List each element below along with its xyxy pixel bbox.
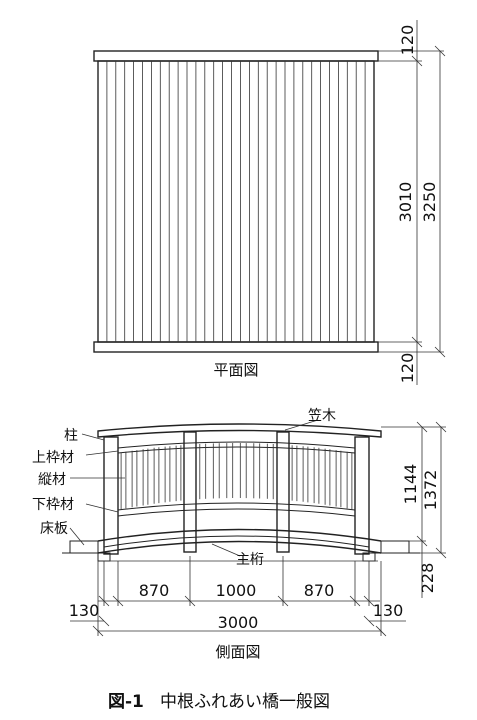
side-label-cap-rail: 笠木 (308, 408, 336, 424)
side-post-left (103, 436, 119, 555)
plan-deck-outline (97, 60, 375, 343)
plan-bottom-rail (93, 341, 379, 353)
side-dim-span-left: 870 (139, 581, 170, 600)
side-view-title: 側面図 (215, 643, 260, 661)
side-label-girder: 主桁 (236, 552, 264, 568)
plan-top-rail (93, 50, 379, 62)
side-upper-rail (117, 441, 356, 454)
side-dim-overhang-right: 130 (373, 601, 404, 620)
side-dim-overhang-left: 130 (69, 601, 100, 620)
side-post-right (354, 436, 370, 555)
plan-dim-total: 3250 (420, 182, 439, 223)
plan-view: 120 3010 3250 120 平面図 (93, 20, 446, 385)
side-label-post: 柱 (64, 428, 78, 444)
side-dim-total-length: 3000 (218, 613, 259, 632)
side-post-mid-right (276, 431, 290, 553)
side-label-baluster: 縦材 (38, 472, 66, 488)
side-balusters (120, 443, 353, 510)
side-dim-base-height: 228 (418, 563, 437, 594)
side-abutment-left (62, 540, 111, 562)
side-lower-rail (117, 502, 356, 517)
side-dim-span-mid: 1000 (216, 581, 257, 600)
side-post-mid-left (183, 431, 197, 553)
side-label-bottom-rail: 下枠材 (32, 497, 74, 513)
side-label-deck: 床板 (40, 521, 68, 537)
side-dim-total-height: 1372 (421, 470, 440, 511)
side-girder-arc (97, 540, 382, 554)
caption-label: 図-1 (108, 692, 144, 712)
caption-text: 中根ふれあい橋一般図 (160, 692, 330, 712)
plan-dim-bottom: 120 (398, 353, 417, 384)
side-abutment-right (362, 540, 420, 562)
side-dim-rail-height: 1144 (401, 464, 420, 505)
plan-dim-inner: 3010 (396, 182, 415, 223)
side-label-top-rail: 上枠材 (32, 450, 74, 466)
plan-deck-boards (106, 61, 366, 342)
plan-dim-top: 120 (398, 25, 417, 56)
side-deck-arc (97, 528, 382, 542)
plan-view-title: 平面図 (213, 361, 258, 379)
side-dim-span-right: 870 (304, 581, 335, 600)
side-view: 柱 上枠材 縦材 下枠材 床板 笠木 主桁 1144 1372 228 (32, 408, 447, 661)
side-cap-rail (97, 423, 382, 438)
figure-caption: 図-1 中根ふれあい橋一般図 (108, 692, 330, 712)
